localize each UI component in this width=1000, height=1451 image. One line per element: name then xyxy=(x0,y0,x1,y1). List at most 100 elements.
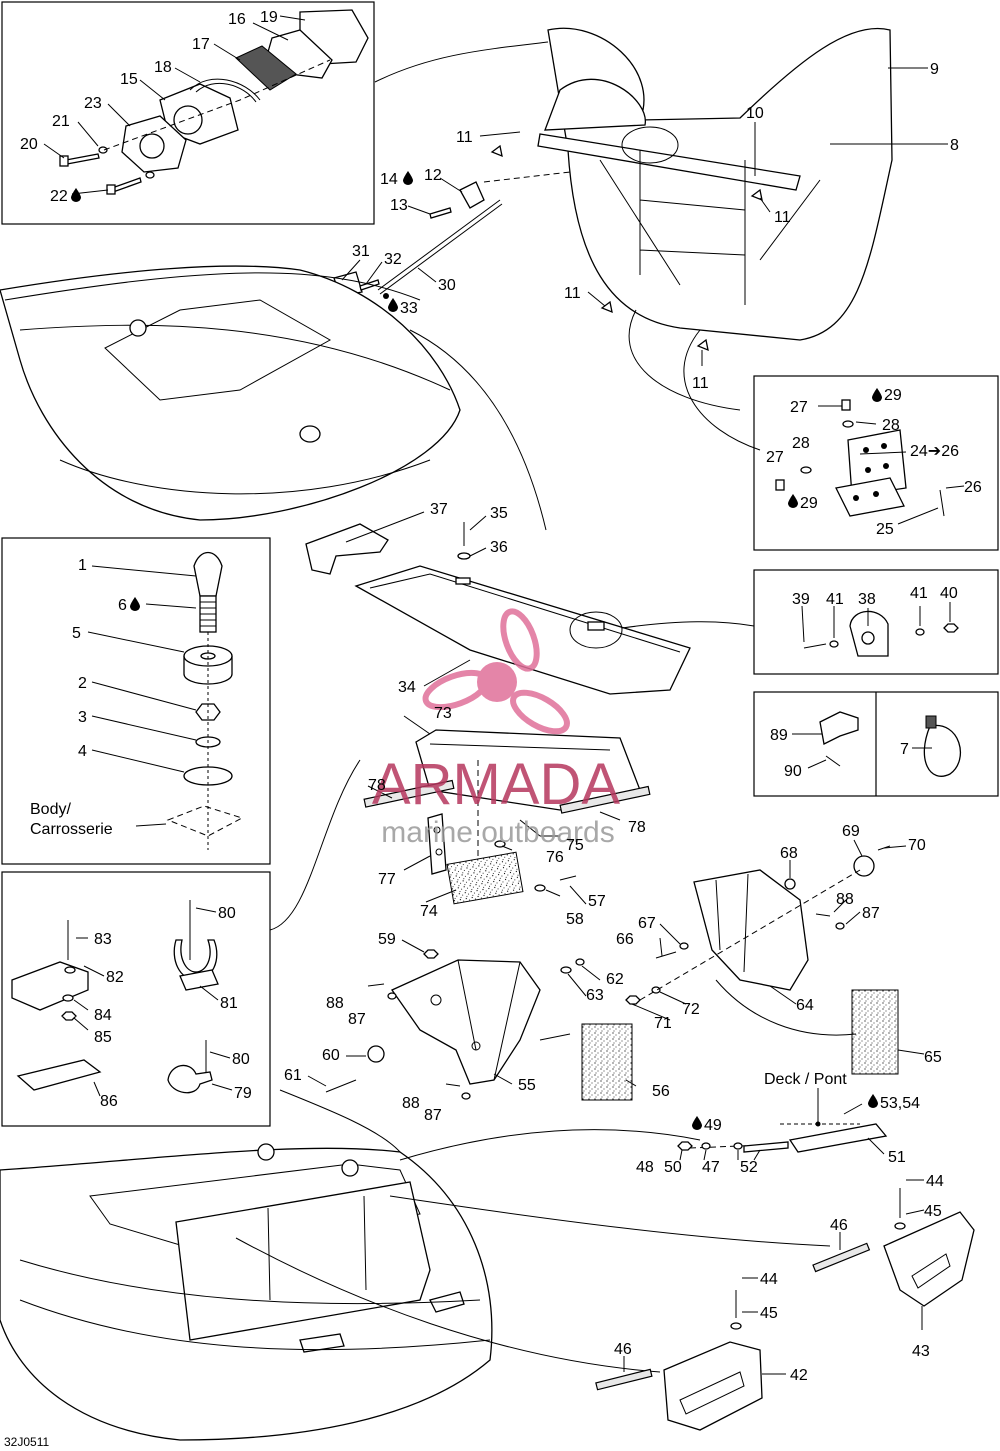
part-67-washer xyxy=(679,942,689,950)
callout-5: 5 xyxy=(72,625,81,642)
part-22-screw xyxy=(111,177,142,193)
part-74-pad xyxy=(446,851,524,905)
part-27-screw-top xyxy=(841,399,851,411)
inset-latch xyxy=(753,569,999,675)
storage-bin xyxy=(305,511,755,695)
rod-axis xyxy=(483,171,571,183)
inset-hinge-bracket xyxy=(753,375,999,551)
part-77-latch xyxy=(427,813,447,875)
callout-78-b: 78 xyxy=(628,819,646,836)
link-to-inset xyxy=(374,41,549,83)
part-36-washer xyxy=(457,552,471,560)
deck-label: Deck / Pont xyxy=(764,1071,847,1088)
callout-56: 56 xyxy=(652,1083,670,1100)
part-23-hole xyxy=(139,133,165,159)
part-56-pad xyxy=(581,1023,633,1101)
hull-upper-tray xyxy=(104,299,332,401)
callout-67: 67 xyxy=(638,915,656,932)
callout-83: 83 xyxy=(94,931,112,948)
hull-lower-transom xyxy=(175,1181,431,1341)
part-47-washer xyxy=(733,1142,743,1150)
drop-icon xyxy=(403,171,413,185)
callout-22: 22 xyxy=(50,188,68,205)
callout-76: 76 xyxy=(546,849,564,866)
rod-assembly xyxy=(333,171,571,299)
part-24-hinge-bottom xyxy=(835,477,905,517)
part-21-washer-b xyxy=(145,171,155,179)
part-43-cover xyxy=(883,1211,975,1307)
hull-upper-line-c xyxy=(4,272,421,301)
hull-upper xyxy=(0,265,547,531)
callout-52: 52 xyxy=(740,1159,758,1176)
part-20-screw xyxy=(65,153,100,165)
callout-8: 8 xyxy=(950,137,959,154)
part-59-nut xyxy=(423,949,439,959)
callout-44-left: 44 xyxy=(760,1271,778,1288)
part-11-pin-b xyxy=(750,188,763,202)
callout-81: 81 xyxy=(220,995,238,1012)
part-27-screw-left xyxy=(775,479,785,491)
part-89-bracket xyxy=(819,711,859,745)
inset-handle-assembly xyxy=(1,1,375,225)
part-58-washer xyxy=(534,884,546,892)
callout-86: 86 xyxy=(100,1093,118,1110)
callout-87-c: 87 xyxy=(862,905,880,922)
callout-26: 26 xyxy=(964,479,982,496)
part-11-pin-a xyxy=(490,144,503,158)
backrest-ladder xyxy=(639,150,746,305)
callout-32: 32 xyxy=(384,251,402,268)
drop-icon xyxy=(868,1094,878,1108)
callout-65: 65 xyxy=(924,1049,942,1066)
hull-upper-knob xyxy=(129,319,147,337)
callout-10: 10 xyxy=(746,105,764,122)
callout-7: 7 xyxy=(900,741,909,758)
panel-assembly xyxy=(625,839,925,1075)
support-assembly xyxy=(307,875,637,1101)
callout-77: 77 xyxy=(378,871,396,888)
callout-51: 51 xyxy=(888,1149,906,1166)
part-13-screw xyxy=(429,207,452,219)
callout-84: 84 xyxy=(94,1007,112,1024)
part-45-washer-right xyxy=(894,1222,906,1230)
pin-arrow-b xyxy=(683,329,761,451)
inset-frame-bumper xyxy=(1,537,271,865)
callout-16: 16 xyxy=(228,11,246,28)
callout-12: 12 xyxy=(424,167,442,184)
part-39-screw xyxy=(803,643,827,649)
watermark: ARMADA marine outboards xyxy=(372,608,620,849)
callout-87-a: 87 xyxy=(348,1011,366,1028)
callout-34: 34 xyxy=(398,679,416,696)
hull-upper-hole xyxy=(299,425,321,443)
callout-28-b: 28 xyxy=(792,435,810,452)
hull-upper-line-b xyxy=(59,459,431,495)
part-88-screw-a xyxy=(367,983,385,987)
part-66-screw xyxy=(655,951,677,959)
backrest-braces xyxy=(599,159,821,286)
part-51-rail xyxy=(788,1123,888,1153)
callout-43: 43 xyxy=(912,1343,930,1360)
callout-15: 15 xyxy=(120,71,138,88)
callout-49: 49 xyxy=(704,1117,722,1134)
callout-11-c: 11 xyxy=(564,285,581,302)
link-bin-to-inset xyxy=(621,621,755,629)
callout-46-left: 46 xyxy=(614,1341,632,1358)
drop-icon xyxy=(388,298,398,312)
body-surface xyxy=(166,805,244,837)
part-86-strip xyxy=(16,1059,102,1091)
callout-39: 39 xyxy=(792,591,810,608)
callout-89: 89 xyxy=(770,727,788,744)
callout-88-a: 88 xyxy=(326,995,344,1012)
part-69-ring xyxy=(853,855,875,877)
callout-48: 48 xyxy=(636,1159,654,1176)
callout-35: 35 xyxy=(490,505,508,522)
part-40-nut xyxy=(943,623,959,633)
part-18-spring xyxy=(189,78,261,101)
part-42-cover xyxy=(663,1341,763,1431)
inset-bumper xyxy=(1,537,271,865)
watermark-tagline: marine outboards xyxy=(381,816,614,849)
part-22-head xyxy=(106,184,116,195)
callout-20: 20 xyxy=(20,136,38,153)
part-65-pad xyxy=(851,989,899,1075)
tray-assembly xyxy=(363,715,651,905)
